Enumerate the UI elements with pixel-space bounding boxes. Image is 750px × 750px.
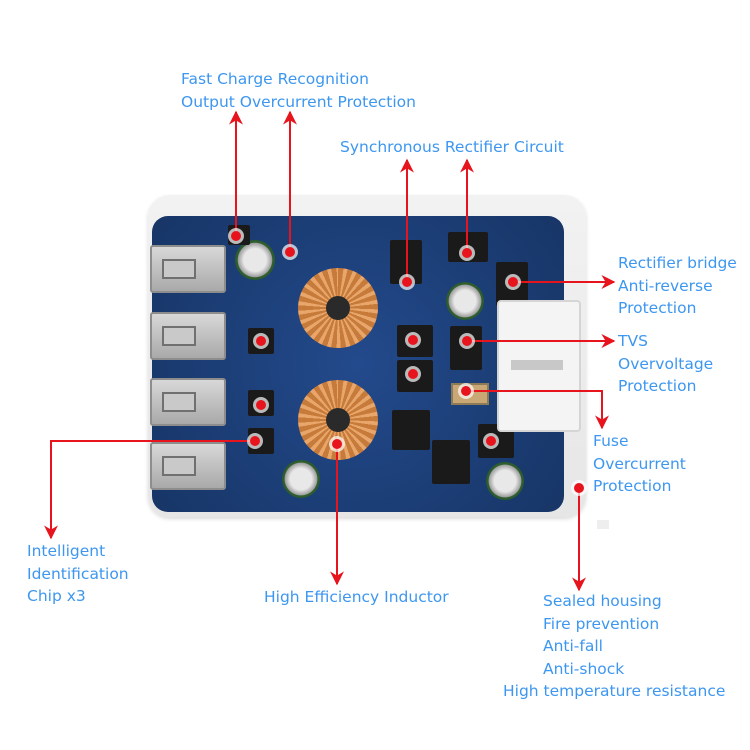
target-dot <box>461 386 471 396</box>
label-fuse: Fuse Overcurrent Protection <box>593 430 686 498</box>
arrow-fuse <box>466 390 609 430</box>
tvs-diode <box>450 326 482 370</box>
capacitor <box>235 240 275 280</box>
mosfet-q6 <box>392 410 430 450</box>
usb-port-1 <box>150 245 226 293</box>
label-line: Anti-shock <box>543 659 625 678</box>
label-line: Sealed housing <box>543 592 662 610</box>
usb-port-4 <box>150 442 226 490</box>
inductor-top <box>298 268 378 348</box>
label-line: Protection <box>593 477 672 495</box>
target-dot <box>332 439 342 449</box>
capacitor <box>446 282 484 320</box>
ac-connector <box>497 300 581 432</box>
target-dot <box>574 483 584 493</box>
arrow-chip <box>44 440 255 540</box>
capacitor <box>486 462 524 500</box>
target-dot <box>486 436 496 446</box>
label-line: Chip x3 <box>27 587 86 605</box>
decorative-square <box>597 520 609 529</box>
usb-port-2 <box>150 312 226 360</box>
target-dot <box>256 400 266 410</box>
label-line: Anti-fall <box>543 637 603 655</box>
label-sync-rectifier: Synchronous Rectifier Circuit <box>340 136 564 159</box>
label-line: Synchronous Rectifier Circuit <box>340 138 564 156</box>
label-line: Fuse <box>593 432 629 450</box>
label-line: Intelligent <box>27 542 106 560</box>
target-dot <box>408 335 418 345</box>
usb-port-3 <box>150 378 226 426</box>
label-line: Overvoltage <box>618 354 714 373</box>
label-line: Protection <box>618 377 697 395</box>
label-rectifier-bridge: Rectifier bridge Anti-reverse Protection <box>618 252 737 320</box>
target-dot <box>285 247 295 257</box>
label-line: Fast Charge Recognition <box>181 70 369 88</box>
label-fast-charge: Fast Charge Recognition Output Overcurre… <box>181 68 416 113</box>
label-line: Protection <box>618 299 697 317</box>
label-line: TVS <box>618 332 648 350</box>
label-line: High Efficiency Inductor <box>264 588 449 606</box>
target-dot <box>402 277 412 287</box>
label-line: Rectifier bridge <box>618 254 737 272</box>
label-inductor: High Efficiency Inductor <box>264 586 449 609</box>
target-dot <box>462 248 472 258</box>
mosfet-q5 <box>432 440 470 484</box>
target-dot <box>250 436 260 446</box>
target-dot <box>508 277 518 287</box>
target-dot <box>408 369 418 379</box>
target-dot <box>462 336 472 346</box>
label-tvs: TVS Overvoltage Protection <box>618 330 713 398</box>
label-line: High temperature resistance <box>503 682 726 700</box>
label-line: Identification <box>27 564 129 583</box>
capacitor <box>282 460 320 498</box>
label-line: Overcurrent <box>593 454 686 473</box>
label-line: Anti-reverse <box>618 276 713 295</box>
target-dot <box>231 231 241 241</box>
label-line: Output Overcurrent Protection <box>181 92 416 111</box>
label-line: Fire prevention <box>543 614 660 633</box>
target-dot <box>256 336 266 346</box>
label-housing: Sealed housing Fire prevention Anti-fall… <box>503 590 733 703</box>
label-chip: Intelligent Identification Chip x3 <box>27 540 129 608</box>
